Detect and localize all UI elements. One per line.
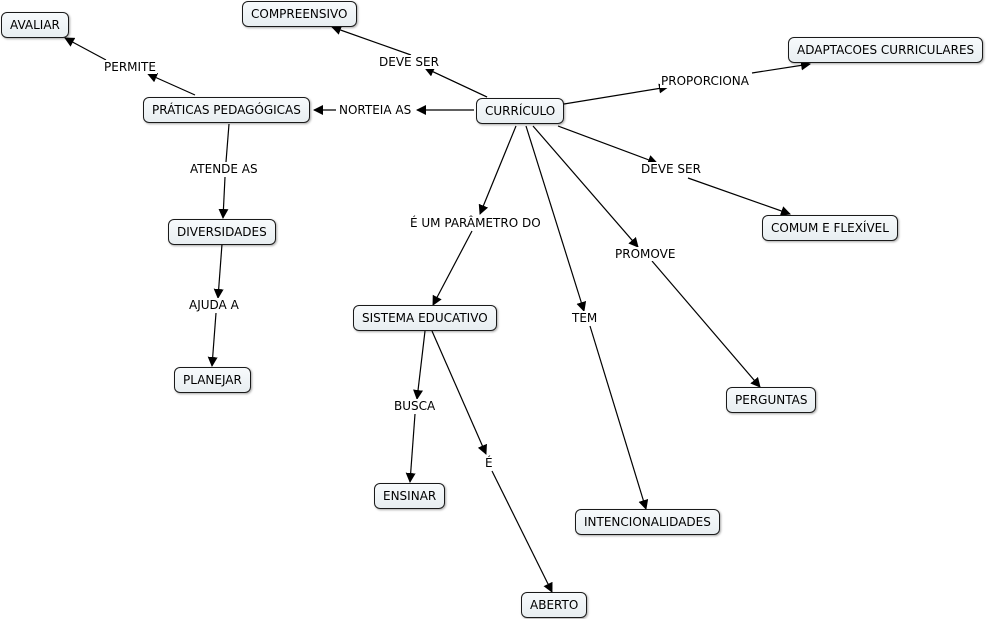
link-label-busca: BUSCA	[393, 399, 437, 413]
concept-avaliar[interactable]: AVALIAR	[1, 12, 69, 38]
connector-arrow	[331, 25, 412, 56]
link-label-deve-ser: DEVE SER	[640, 162, 702, 176]
connector-arrow	[405, 413, 416, 483]
concept-perguntas[interactable]: PERGUNTAS	[726, 387, 817, 413]
connector-arrow	[478, 125, 517, 215]
link-label-e: É	[484, 456, 494, 470]
connector-arrow	[651, 260, 761, 388]
connector-arrow	[218, 176, 229, 219]
link-label-deve-ser: DEVE SER	[378, 55, 440, 69]
connector-line	[225, 123, 230, 163]
concept-adaptacoes-curriculares[interactable]: ADAPTACOES CURRICULARES	[788, 37, 984, 63]
concept-comum-e-flexivel[interactable]: COMUM E FLEXÍVEL	[762, 215, 898, 241]
concept-curriculo[interactable]: CURRÍCULO	[476, 98, 565, 124]
link-label-tem: TEM	[571, 311, 599, 325]
link-label-ajuda-a: AJUDA A	[188, 298, 240, 312]
connector-arrow	[431, 330, 487, 455]
link-label-permite: PERMITE	[103, 60, 157, 74]
link-label-proporciona: PROPORCIONA	[660, 74, 750, 88]
connector-arrow	[563, 83, 669, 105]
connector-arrow	[687, 177, 791, 216]
connector-arrow	[413, 330, 426, 400]
connector-arrow	[424, 67, 488, 98]
connector-arrow	[557, 125, 658, 165]
connector-arrow	[432, 230, 473, 306]
connector-arrow	[751, 60, 811, 74]
concept-sistema-educativo[interactable]: SISTEMA EDUCATIVO	[353, 305, 497, 331]
link-label-atende-as: ATENDE AS	[189, 162, 259, 176]
connector-arrow	[491, 470, 553, 593]
connector-arrow	[589, 325, 649, 510]
concept-praticas-pedagogicas[interactable]: PRÁTICAS PEDAGÓGICAS	[143, 97, 310, 123]
concept-planejar[interactable]: PLANEJAR	[174, 367, 251, 393]
concept-aberto[interactable]: ABERTO	[521, 592, 588, 618]
link-label-parametro: É UM PARÂMETRO DO	[409, 216, 542, 230]
connector-arrow	[207, 312, 218, 367]
connector-arrow	[213, 243, 224, 299]
connector-arrow	[532, 125, 639, 248]
link-label-norteia-as: NORTEIA AS	[338, 103, 413, 117]
concept-diversidades[interactable]: DIVERSIDADES	[168, 219, 276, 245]
connector-arrow	[64, 37, 107, 61]
concept-intencionalidades[interactable]: INTENCIONALIDADES	[575, 509, 720, 535]
connector-arrow	[147, 73, 196, 96]
connector-arrow	[525, 125, 587, 312]
link-label-promove: PROMOVE	[614, 247, 677, 261]
concept-compreensivo[interactable]: COMPREENSIVO	[242, 1, 357, 27]
concept-ensinar[interactable]: ENSINAR	[374, 483, 446, 509]
